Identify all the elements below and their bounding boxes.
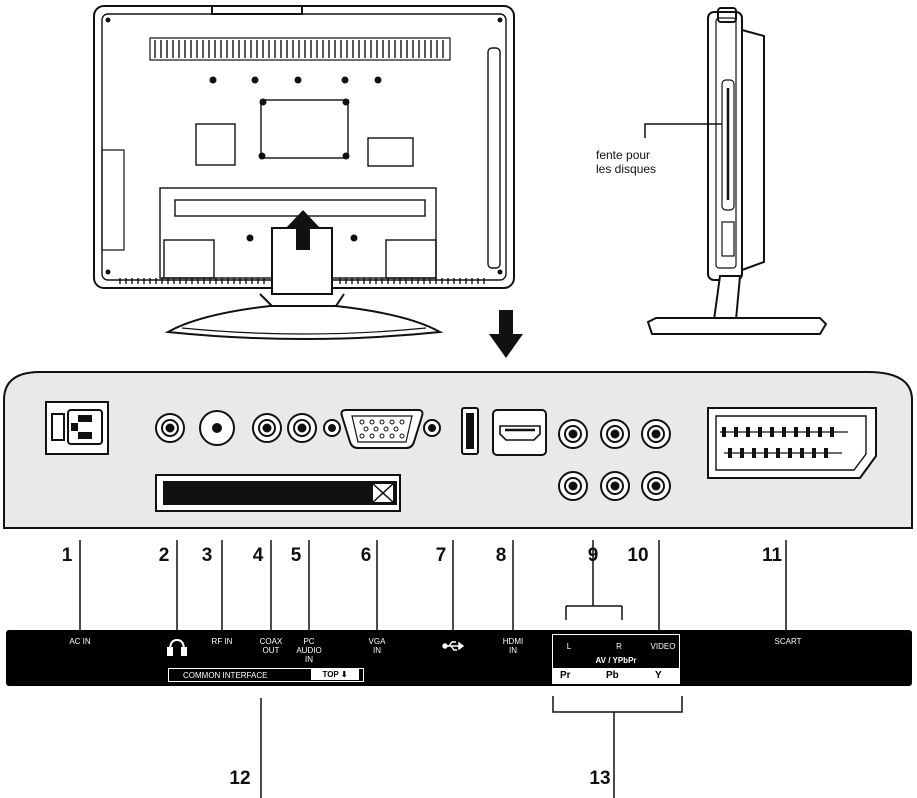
coax-out-jack (252, 413, 282, 443)
disk-slot-caption-line1: fente pour (596, 148, 651, 162)
callout-number-8: 8 (495, 545, 507, 566)
callout-number-10: 10 (627, 545, 649, 566)
callout-number-13: 13 (589, 768, 611, 789)
av-ypbpr-box (552, 634, 680, 684)
disk-slot-caption: fente pour les disques (596, 148, 656, 176)
label-pb: Pb (606, 670, 619, 681)
tv-rear-view (93, 5, 515, 340)
scart-socket (707, 407, 877, 479)
arrow-down-icon (489, 310, 523, 358)
tv-side-view (646, 7, 828, 335)
label-common-interface: COMMON INTERFACE (183, 671, 268, 680)
callout-lines (79, 540, 787, 798)
callout-number-12: 12 (229, 768, 251, 789)
label-scart: SCART (774, 637, 802, 646)
vga-in-port (323, 409, 441, 449)
common-interface-slot (155, 474, 401, 512)
slot-pointer-line (644, 123, 722, 138)
label-vga-in: VGA IN (368, 637, 386, 655)
label-av-r: R (616, 642, 622, 651)
vent-slots (154, 40, 444, 58)
label-av-l: L (566, 642, 572, 651)
disk-slot-caption-line2: les disques (596, 162, 657, 176)
usb-icon (442, 641, 465, 651)
label-ac-in: AC IN (69, 637, 91, 646)
callout-number-1: 1 (61, 545, 73, 566)
headphone-jack (155, 413, 185, 443)
connector-panel (2, 371, 913, 529)
component-label-row (553, 668, 679, 683)
rf-in-socket (199, 410, 235, 446)
arrow-up-icon (286, 210, 320, 250)
hdmi-in-port (492, 409, 547, 456)
callout-number-4: 4 (252, 545, 264, 566)
av-ypbpr-jacks (558, 419, 671, 501)
label-rf-in: RF IN (211, 637, 233, 646)
label-strip (6, 630, 912, 686)
label-y: Y (655, 670, 662, 681)
callout-number-3: 3 (201, 545, 213, 566)
callout-number-5: 5 (290, 545, 302, 566)
label-av-ypbpr: AV / YPbPr (595, 656, 637, 665)
label-av-video: VIDEO (650, 642, 676, 651)
label-pc-audio-in: PC AUDIO IN (296, 637, 322, 664)
ac-in-socket (45, 401, 109, 455)
pc-audio-in-jack (287, 413, 317, 443)
usb-port (461, 407, 479, 455)
callout-number-7: 7 (435, 545, 447, 566)
callout-number-11: 11 (761, 545, 783, 566)
callout-number-2: 2 (158, 545, 170, 566)
callout-number-9: 9 (587, 545, 599, 566)
top-indicator-tag: TOP ⬇ (311, 669, 359, 680)
label-coax-out: COAX OUT (259, 637, 283, 655)
common-interface-box (168, 668, 364, 682)
label-pr: Pr (560, 670, 571, 681)
label-hdmi-in: HDMI IN (502, 637, 524, 655)
callout-number-6: 6 (360, 545, 372, 566)
headphone-icon (167, 638, 187, 656)
